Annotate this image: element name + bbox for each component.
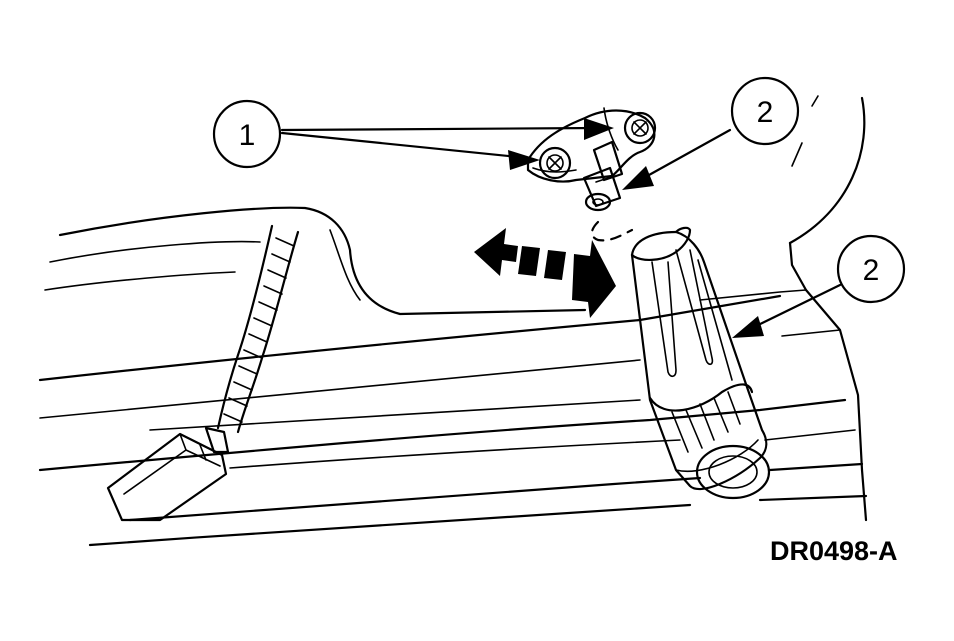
leader-lines bbox=[280, 118, 842, 338]
sleeve-bushing bbox=[630, 226, 771, 500]
trim-panel bbox=[38, 95, 868, 547]
callout-2-lower-label: 2 bbox=[863, 254, 880, 287]
engagement-path bbox=[590, 220, 634, 242]
screw-icon bbox=[538, 146, 572, 180]
wiring-harness bbox=[216, 224, 300, 434]
switch-plunger bbox=[582, 140, 624, 212]
electrical-connector bbox=[106, 426, 230, 522]
figure-reference-code: DR0498-A bbox=[770, 536, 898, 566]
switch-bracket bbox=[526, 107, 656, 183]
callout-2-lower: 2 bbox=[836, 234, 906, 304]
callout-2-upper: 2 bbox=[730, 76, 800, 146]
adjust-direction-arrow bbox=[474, 228, 616, 318]
callout-2-upper-label: 2 bbox=[757, 96, 774, 129]
callout-1-label: 1 bbox=[239, 119, 256, 152]
callout-1: 1 bbox=[212, 99, 282, 169]
screw-icon bbox=[623, 111, 657, 145]
